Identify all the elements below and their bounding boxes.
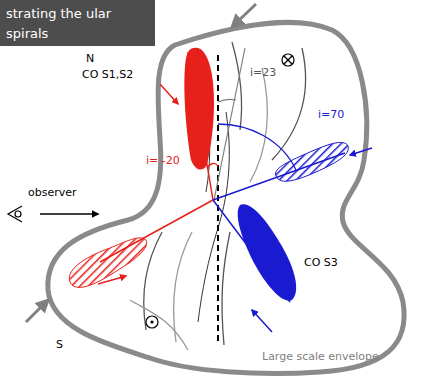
blue-line-of-sight <box>213 153 345 200</box>
angle-label: i=23 <box>250 66 276 79</box>
observer-eye <box>8 206 22 222</box>
co-s3-region <box>238 204 297 300</box>
compass-label: N <box>86 52 94 65</box>
into-page-symbol <box>282 54 294 66</box>
angle-label: i= -20 <box>146 154 180 167</box>
red-line <box>188 52 213 200</box>
view-arrow <box>40 213 98 214</box>
rotation-arrow <box>232 4 256 27</box>
spiral-arms <box>130 42 305 350</box>
inclination-arc <box>218 124 296 170</box>
region-label: CO S3 <box>304 256 338 269</box>
title-text: strating the ular spirals <box>6 4 114 43</box>
rotation-arrow <box>26 300 48 322</box>
compass-label: S <box>56 338 63 351</box>
angle-label: i=70 <box>318 108 344 121</box>
motion-arrow <box>252 310 272 332</box>
co-s1-s2-region <box>184 48 214 170</box>
out-of-page-symbol <box>146 316 158 328</box>
red-line-of-sight <box>100 200 213 262</box>
inclination-arc <box>207 163 218 168</box>
motion-arrow <box>98 276 126 284</box>
large-scale-envelope <box>48 22 404 373</box>
blue-line <box>213 200 290 302</box>
envelope-label: Large scale envelope <box>262 350 379 363</box>
blue-hatched-region <box>275 142 348 181</box>
region-label: CO S1,S2 <box>82 68 133 81</box>
motion-arrow <box>350 148 372 155</box>
red-hatched-region <box>69 238 146 288</box>
observer-label: observer <box>28 186 77 199</box>
inclination-arc <box>218 99 236 102</box>
motion-arrow <box>160 84 178 104</box>
